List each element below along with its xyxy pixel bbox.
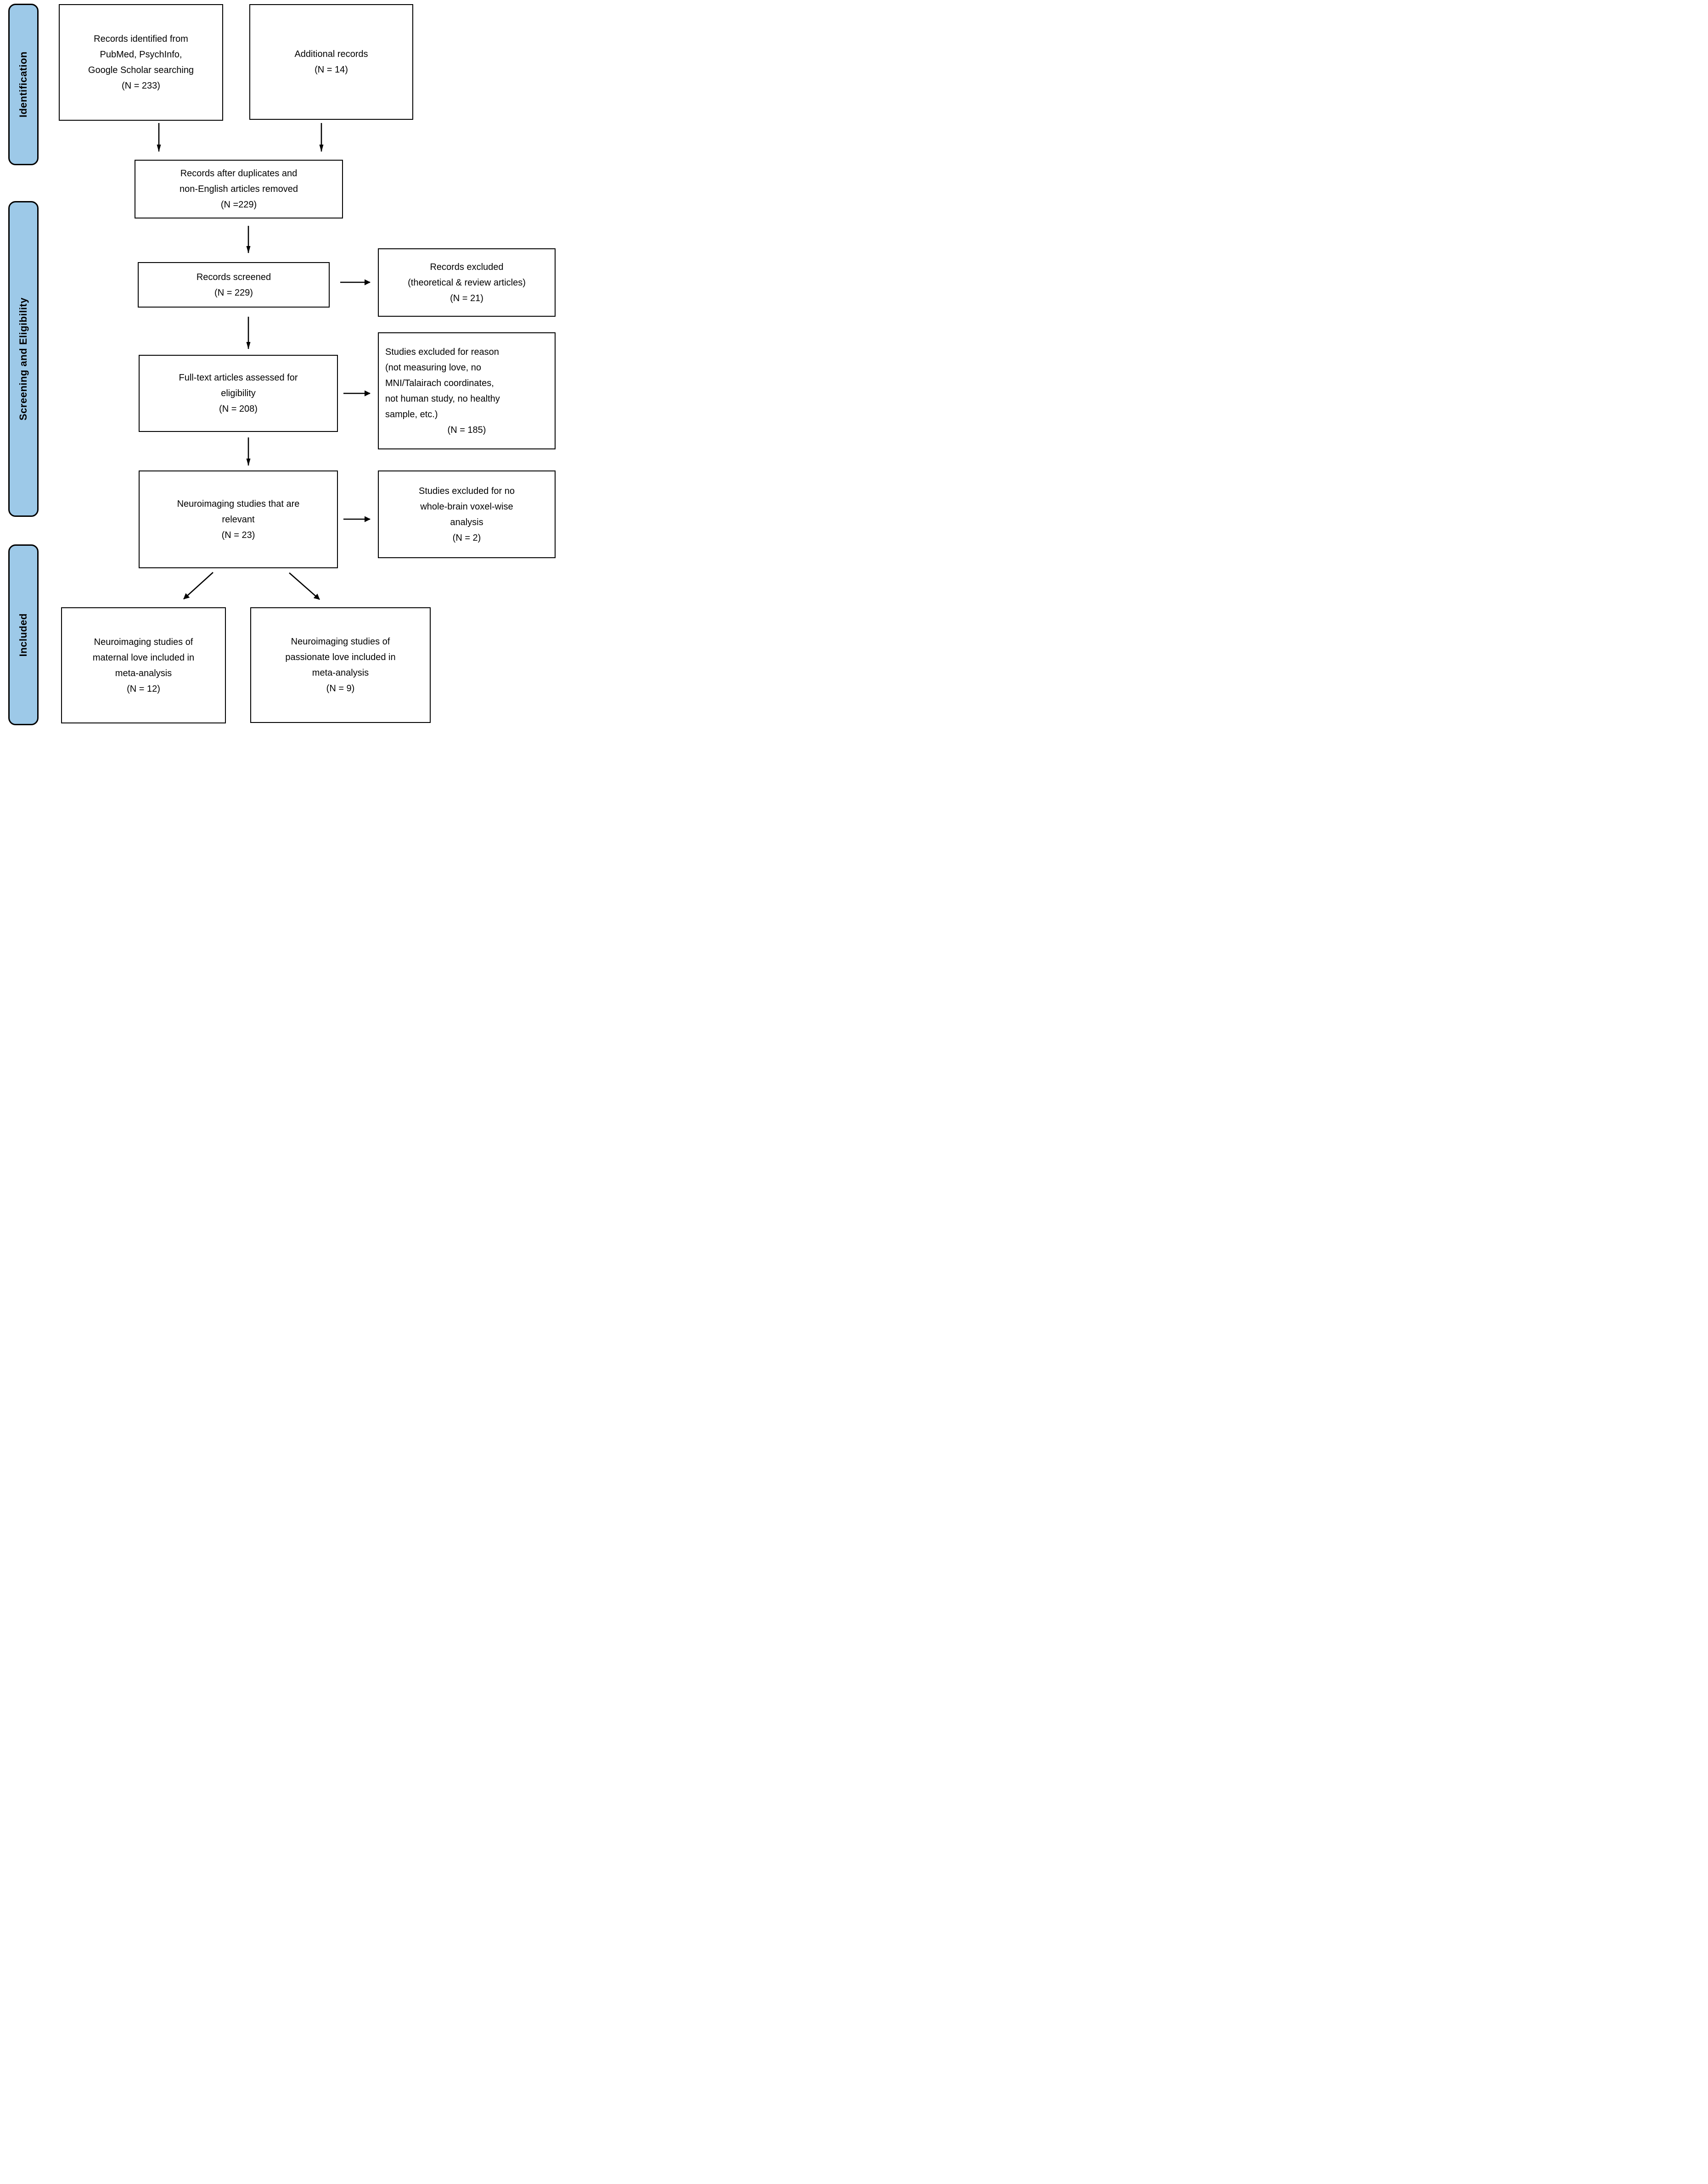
node-maternal-love-included-text: Neuroimaging studies of maternal love in… <box>92 637 195 694</box>
prisma-flow-diagram: Identification Screening and Eligibility… <box>0 0 569 728</box>
node-studies-excluded-for-reason: Studies excluded for reason (not measuri… <box>378 332 556 449</box>
node-maternal-love-included: Neuroimaging studies of maternal love in… <box>61 607 226 723</box>
node-studies-excluded-for-reason-text: Studies excluded for reason (not measuri… <box>385 347 500 420</box>
node-records-screened: Records screened (N = 229) <box>138 262 330 308</box>
node-records-after-duplicates-removed: Records after duplicates and non-English… <box>135 160 343 218</box>
arrow-relevant-to-maternal <box>183 572 214 599</box>
node-passionate-love-included: Neuroimaging studies of passionate love … <box>250 607 431 723</box>
node-studies-excluded-for-reason-count: (N = 185) <box>447 425 486 435</box>
node-passionate-love-included-text: Neuroimaging studies of passionate love … <box>285 637 396 694</box>
node-excluded-no-wholebrain: Studies excluded for no whole-brain voxe… <box>378 470 556 558</box>
stage-label-screening-eligibility: Screening and Eligibility <box>17 297 29 420</box>
node-records-after-duplicates-removed-text: Records after duplicates and non-English… <box>180 168 298 210</box>
node-fulltext-assessed: Full-text articles assessed for eligibil… <box>139 355 338 432</box>
stage-bar-identification: Identification <box>8 4 39 165</box>
stage-bar-included: Included <box>8 544 39 725</box>
node-records-identified: Records identified from PubMed, PsychInf… <box>59 4 223 121</box>
stage-label-included: Included <box>17 613 29 657</box>
node-records-excluded-text: Records excluded (theoretical & review a… <box>408 262 526 303</box>
node-additional-records-text: Additional records (N = 14) <box>294 49 368 75</box>
arrow-relevant-to-passionate <box>289 572 320 600</box>
node-additional-records: Additional records (N = 14) <box>249 4 413 120</box>
node-records-screened-text: Records screened (N = 229) <box>196 272 271 298</box>
node-relevant-neuroimaging-studies-text: Neuroimaging studies that are relevant (… <box>177 498 300 540</box>
stage-label-identification: Identification <box>17 51 29 118</box>
node-fulltext-assessed-text: Full-text articles assessed for eligibil… <box>179 373 298 414</box>
node-records-excluded: Records excluded (theoretical & review a… <box>378 248 556 317</box>
node-excluded-no-wholebrain-text: Studies excluded for no whole-brain voxe… <box>418 486 515 543</box>
node-records-identified-text: Records identified from PubMed, PsychInf… <box>88 34 194 91</box>
node-relevant-neuroimaging-studies: Neuroimaging studies that are relevant (… <box>139 470 338 568</box>
stage-bar-screening-eligibility: Screening and Eligibility <box>8 201 39 517</box>
